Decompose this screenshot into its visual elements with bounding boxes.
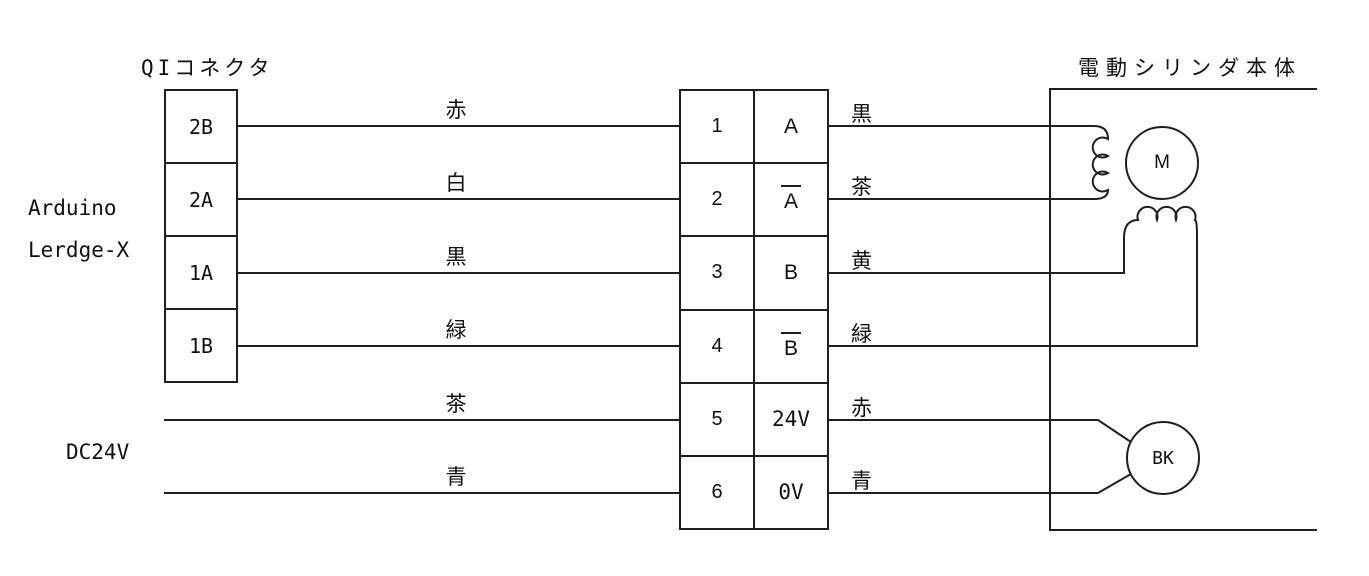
signal-overline-bar — [781, 331, 801, 334]
qi-pin-2a: 2A — [166, 164, 236, 237]
qi-pin-label: 1B — [188, 333, 214, 358]
terminal-signal-cell: A — [755, 164, 827, 235]
wire-right-6 — [829, 473, 1132, 494]
wire-right-5 — [829, 419, 1132, 443]
terminal-signal-label: B — [781, 331, 801, 361]
wire-color-label-right-2: 茶 — [851, 176, 872, 199]
terminal-signal-cell: B — [755, 311, 827, 382]
motor-winding-a-coil — [829, 125, 1110, 200]
terminal-pin-number: 6 — [681, 456, 755, 529]
motor-label: M — [1154, 152, 1170, 173]
wire-color-label-right-4: 緑 — [851, 323, 872, 346]
terminal-signal-cell: B — [755, 237, 827, 308]
power-supply-label: DC24V — [66, 440, 130, 464]
wire-color-label-left-4: 緑 — [445, 319, 467, 342]
motor-circle — [1125, 126, 1199, 200]
qi-pin-label: 1A — [188, 260, 214, 285]
terminal-pin-number: 1 — [681, 91, 755, 163]
terminal-row: 2 A — [681, 164, 827, 238]
qi-pin-2b: 2B — [166, 91, 236, 164]
wire-color-label-left-6: 青 — [445, 466, 467, 489]
terminal-pin-number: 4 — [681, 310, 755, 382]
qi-pin-label: 2B — [188, 114, 214, 139]
wire-color-label-left-2: 白 — [445, 172, 467, 195]
motor-winding-b-coil — [829, 205, 1198, 347]
terminal-signal-letter: A — [783, 190, 798, 214]
brake-label: BK — [1152, 447, 1174, 469]
qi-pin-label: 2A — [188, 187, 214, 212]
terminal-signal-label: B — [783, 260, 798, 284]
terminal-signal-label: 0V — [778, 480, 804, 505]
terminal-pin-number: 5 — [681, 383, 755, 455]
qi-connector-title: QIコネクタ — [141, 56, 274, 80]
wire-color-label-left-1: 赤 — [445, 99, 467, 122]
qi-connector-box: 2B 2A 1A 1B — [164, 89, 238, 383]
terminal-row: 4 B — [681, 310, 827, 384]
terminal-signal-cell: A — [755, 91, 827, 162]
signal-overline-bar — [781, 185, 801, 188]
cylinder-outline — [1049, 88, 1317, 531]
wire-color-label-right-6: 青 — [851, 470, 872, 493]
device-label-line1: Arduino — [28, 196, 117, 220]
terminal-signal-label: A — [783, 114, 798, 138]
wire-color-label-left-5: 茶 — [445, 393, 467, 416]
terminal-row: 5 24V — [681, 383, 827, 457]
qi-pin-1b: 1B — [166, 310, 236, 381]
wire-color-label-right-3: 黄 — [851, 250, 872, 273]
terminal-pin-number: 3 — [681, 237, 755, 309]
terminal-signal-letter: B — [783, 336, 798, 360]
terminal-signal-label: 24V — [772, 407, 810, 432]
device-label-line2: Lerdge-X — [28, 238, 130, 262]
terminal-signal-cell: 24V — [755, 384, 827, 455]
wire-color-label-right-1: 黒 — [851, 103, 872, 126]
terminal-block: 1 A 2 A 3 B 4 B 5 24V — [679, 89, 829, 530]
wire-color-label-right-5: 赤 — [851, 397, 872, 420]
terminal-row: 6 0V — [681, 456, 827, 529]
terminal-signal-label: A — [781, 185, 801, 214]
terminal-row: 1 A — [681, 91, 827, 165]
brake-circle — [1126, 421, 1200, 495]
terminal-signal-cell: 0V — [755, 457, 827, 528]
cylinder-title: 電動シリンダ本体 — [1078, 56, 1302, 80]
wire-color-label-left-3: 黒 — [445, 246, 467, 269]
terminal-row: 3 B — [681, 237, 827, 311]
terminal-pin-number: 2 — [681, 164, 755, 236]
qi-pin-1a: 1A — [166, 237, 236, 310]
